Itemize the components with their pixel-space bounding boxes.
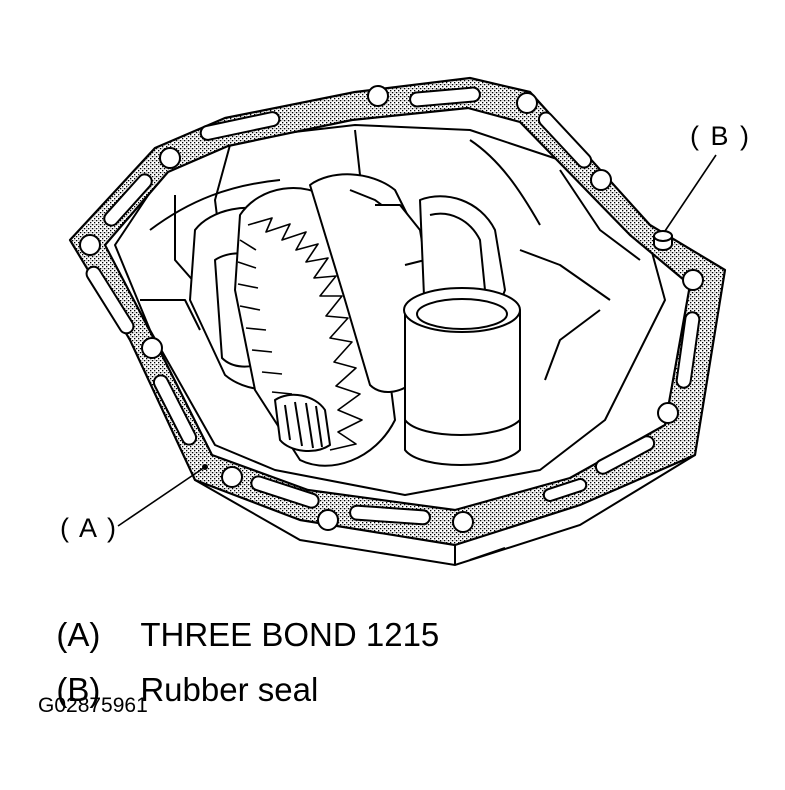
legend-key-a: (A) bbox=[56, 616, 101, 653]
flange-slots bbox=[85, 86, 701, 526]
differential-assembly bbox=[189, 173, 521, 467]
rubber-seal-plug bbox=[653, 230, 673, 251]
legend-key-b: (B) bbox=[56, 671, 101, 708]
figure-code: G02875961 bbox=[38, 694, 148, 717]
legend-item-b: (B) Rubber seal bbox=[38, 633, 318, 709]
legend-text-a: THREE BOND 1215 bbox=[140, 616, 440, 653]
flange-edge bbox=[194, 454, 696, 567]
leader-dot-a bbox=[202, 464, 208, 470]
callout-label-a: ( A ) bbox=[60, 513, 119, 543]
oil-seal-sleeve bbox=[404, 309, 521, 466]
leader-line-a bbox=[117, 466, 206, 527]
leader-line-b bbox=[664, 154, 717, 232]
callout-label-b: ( B ) bbox=[690, 121, 751, 151]
legend-item-a: (A) THREE BOND 1215 bbox=[38, 578, 439, 654]
legend-text-b: Rubber seal bbox=[140, 671, 319, 708]
bolt-holes bbox=[79, 85, 704, 533]
